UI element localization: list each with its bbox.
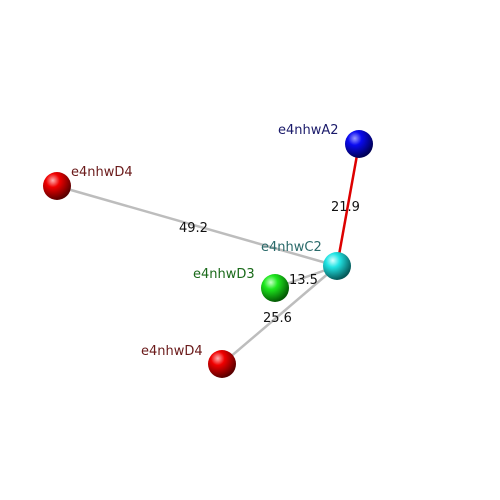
bond-d4a-c2 [56, 184, 338, 268]
distance-label-a2-c2: 21.9 [331, 200, 360, 215]
distance-labels: 49.2 21.9 13.5 25.6 [179, 200, 360, 326]
atom-d4b-sphere[interactable] [208, 350, 236, 378]
atom-label-d4b: e4nhwD4 [141, 344, 203, 359]
atom-a2-sphere[interactable] [345, 130, 373, 158]
atom-label-c2: e4nhwC2 [261, 240, 322, 255]
distance-label-d4a-c2: 49.2 [179, 221, 208, 236]
atom-c2-sphere[interactable] [323, 252, 351, 280]
bond-a2-c2 [335, 143, 361, 267]
atom-d4a-sphere[interactable] [43, 172, 71, 200]
atom-d3-sphere[interactable] [261, 274, 289, 302]
atom-label-d4a: e4nhwD4 [71, 165, 133, 180]
atoms-layer [43, 130, 373, 378]
distance-label-d4b-c2: 25.6 [263, 311, 292, 326]
atom-label-d3: e4nhwD3 [193, 267, 255, 282]
atom-label-a2: e4nhwA2 [278, 123, 339, 138]
distance-label-d3-c2: 13.5 [289, 273, 318, 288]
bond-d4b-c2 [221, 265, 338, 365]
atom-labels: e4nhwA2 e4nhwD4 e4nhwC2 e4nhwD3 e4nhwD4 [71, 123, 339, 359]
